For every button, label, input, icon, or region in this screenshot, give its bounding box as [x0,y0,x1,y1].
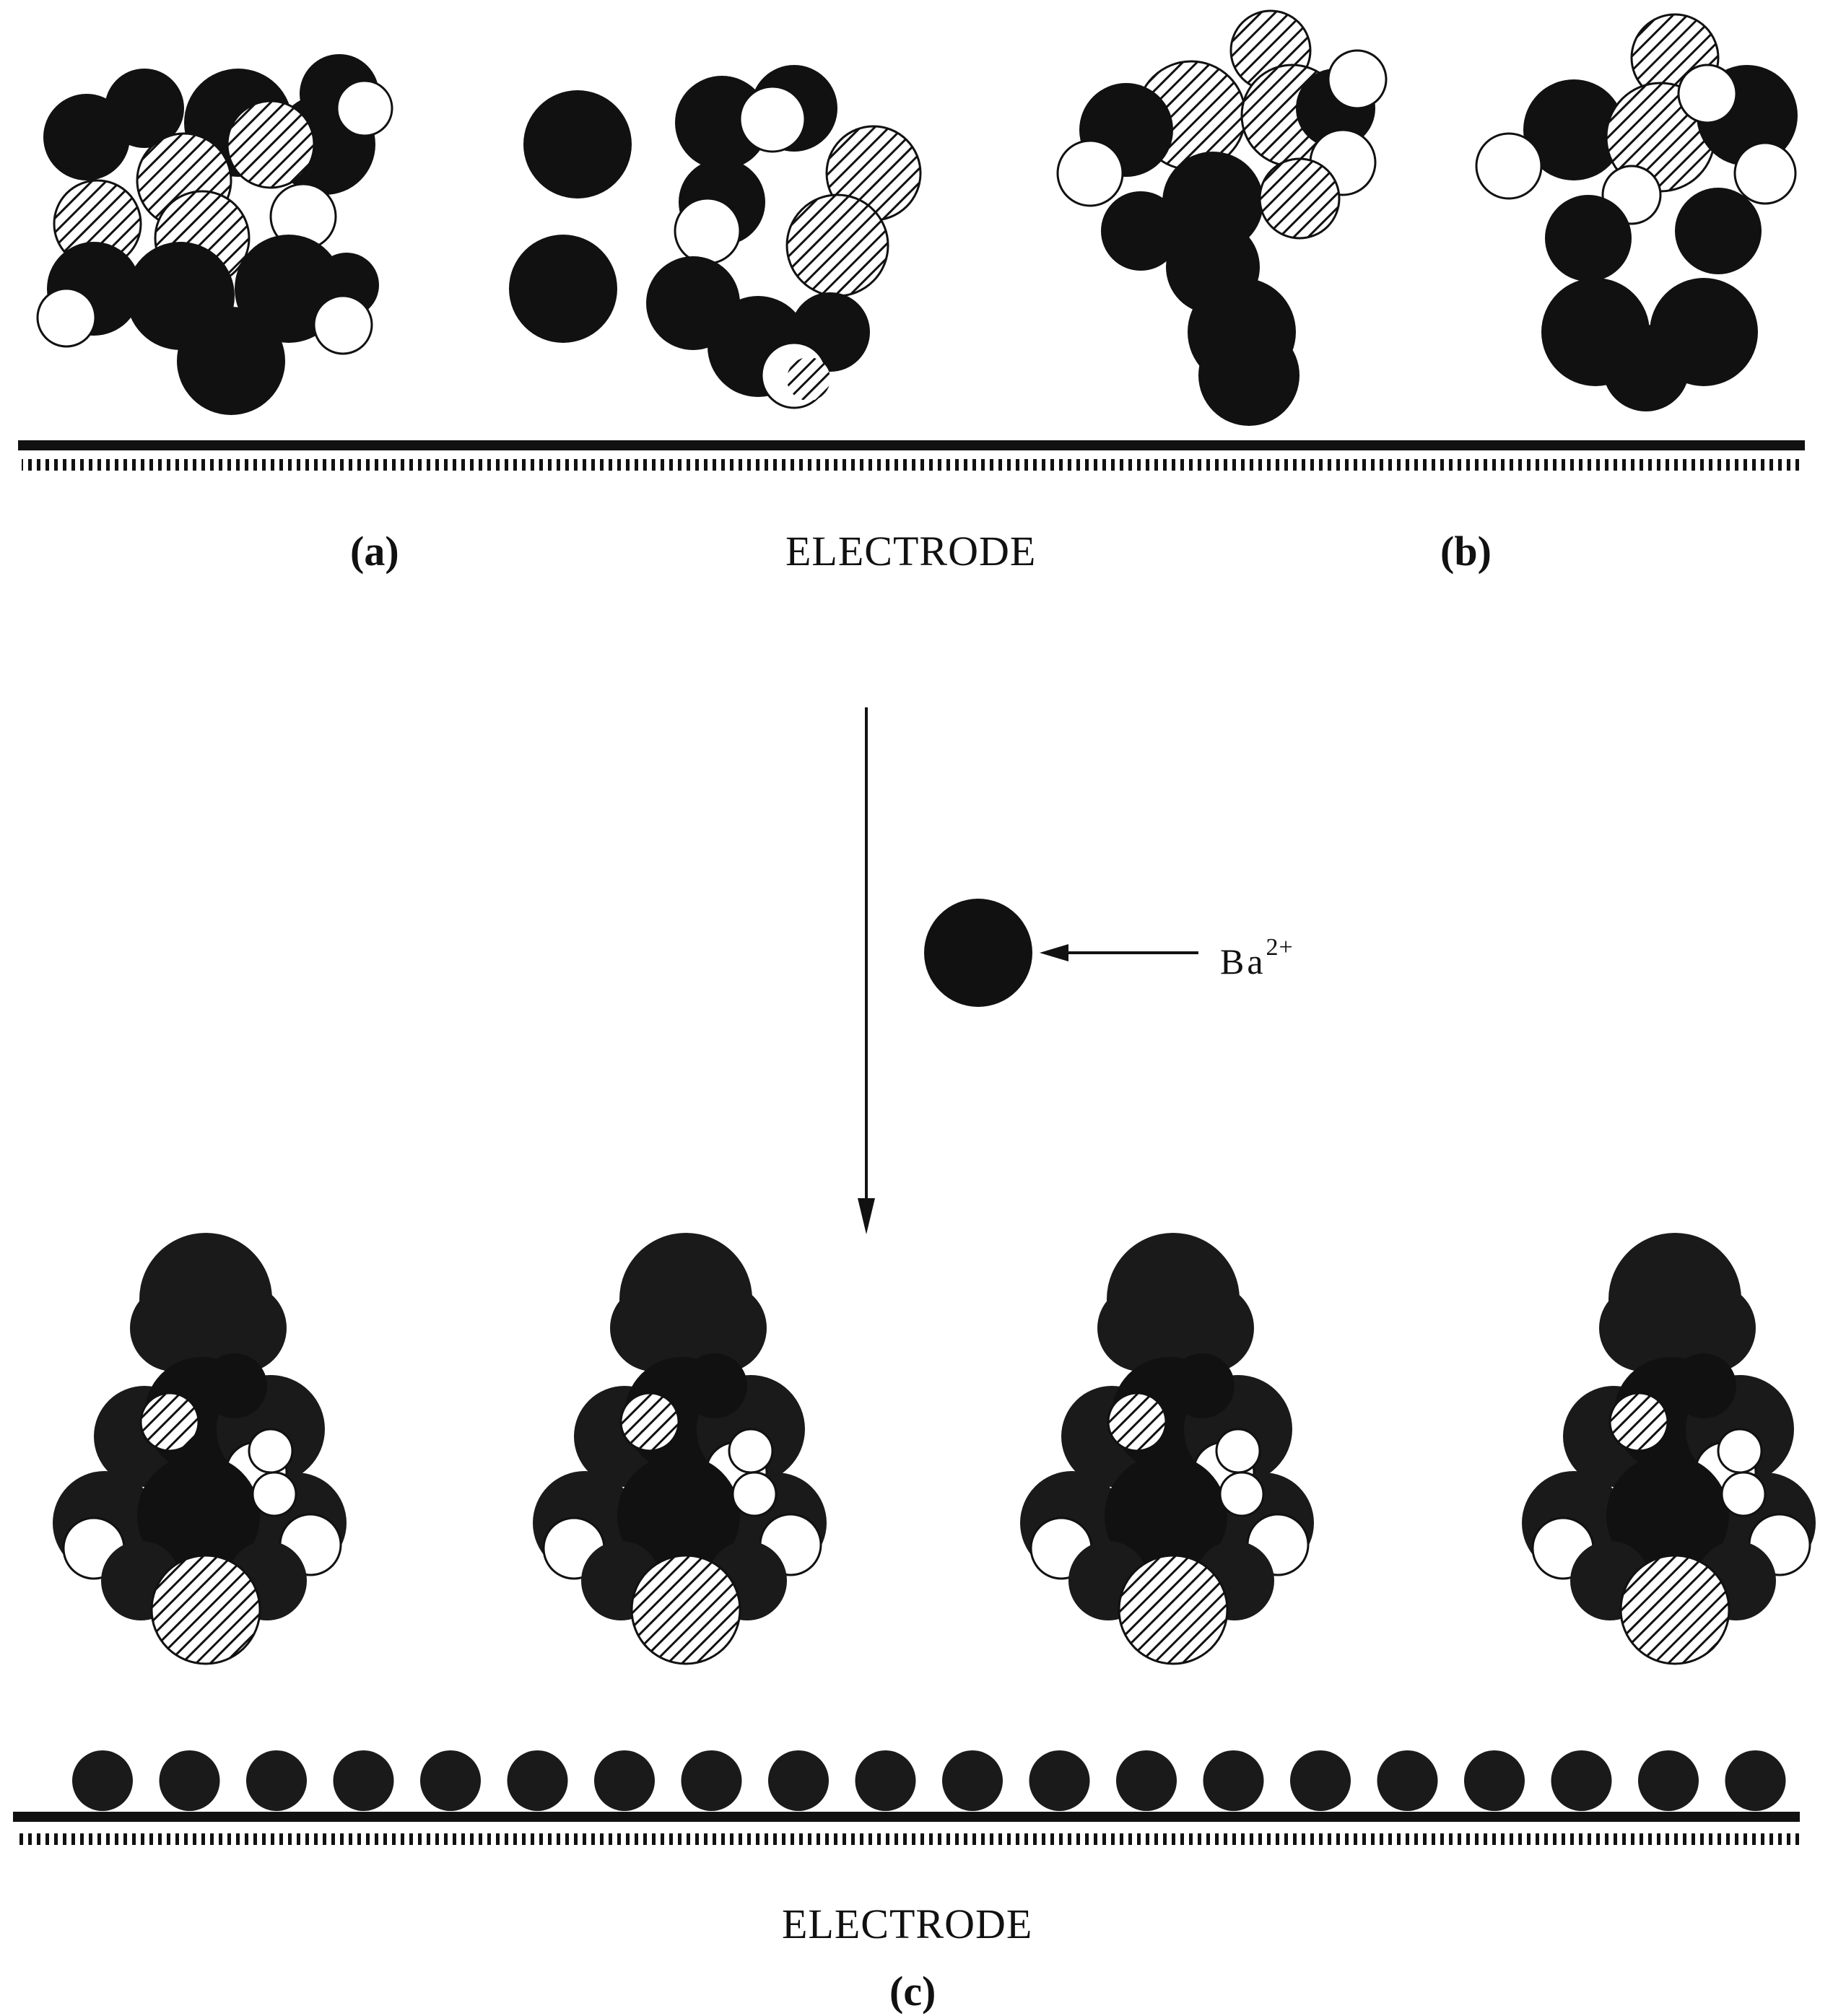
ion-symbol: Ba [1220,941,1266,982]
cryptand-complex [1522,1233,1816,1664]
electrode-label-top: ELECTRODE [785,531,1036,572]
electrode-label-bottom: ELECTRODE [782,1903,1032,1945]
adsorbed-ion [1290,1750,1351,1811]
cryptand-complex [53,1233,347,1664]
adsorbed-ion [508,1750,568,1811]
ion-label: Ba2+ [1220,935,1294,979]
adsorbed-ion [682,1750,742,1811]
panel-label-b: (b) [1440,531,1492,572]
adsorbed-ion [1464,1750,1525,1811]
adsorbed-ion [246,1750,307,1811]
molecule-b-right [1476,14,1798,411]
ion-charge: 2+ [1266,934,1294,961]
complex-row [53,1233,1816,1664]
adsorbed-ion [334,1750,394,1811]
cryptand-complex [1020,1233,1314,1664]
approach-arrow [858,707,875,1234]
cryptand-complex [533,1233,827,1664]
adsorbed-ion [1377,1750,1438,1811]
panel-label-c: (c) [889,1971,936,2012]
adsorbed-ion [942,1750,1003,1811]
barium-ion [924,899,1032,1007]
adsorbed-ion [1203,1750,1264,1811]
adsorbed-ion [1029,1750,1090,1811]
adsorbed-ion [1638,1750,1699,1811]
adsorbed-ion [1725,1750,1786,1811]
adsorbed-ion [1116,1750,1177,1811]
panel-label-a: (a) [350,531,399,572]
adsorbed-ion [855,1750,916,1811]
molecule-b-left [1058,11,1386,426]
adsorbed-ion [72,1750,133,1811]
adsorbed-ion [594,1750,655,1811]
barium-ion-layer [72,1750,1786,1811]
adsorbed-ion [420,1750,481,1811]
molecule-a-left [38,54,392,415]
adsorbed-ion [768,1750,829,1811]
bottom-electrode [13,1812,1800,1845]
adsorbed-ion [160,1750,220,1811]
molecule-a-right [509,65,920,408]
top-electrode [18,440,1805,471]
adsorbed-ion [1551,1750,1612,1811]
ion-pointer-arrow [1040,944,1198,961]
